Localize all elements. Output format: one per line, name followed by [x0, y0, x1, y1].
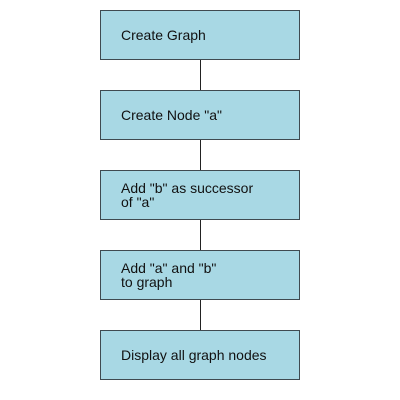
flow-step-display-nodes: Display all graph nodes — [100, 330, 300, 380]
flow-step-create-node: Create Node "a" — [100, 90, 300, 140]
flow-step-add-successor: Add "b" as successor of "a" — [100, 170, 300, 220]
flow-connector — [200, 60, 201, 90]
flow-step-label: Create Graph — [121, 27, 206, 43]
flow-connector — [200, 140, 201, 170]
flow-step-create-graph: Create Graph — [100, 10, 300, 60]
flow-step-label: Create Node "a" — [121, 107, 222, 123]
flow-step-add-to-graph: Add "a" and "b" to graph — [100, 250, 300, 300]
flow-connector — [200, 220, 201, 250]
flow-step-label: Display all graph nodes — [121, 347, 267, 363]
flow-connector — [200, 300, 201, 330]
flow-step-label: Add "a" and "b" to graph — [121, 260, 217, 290]
flow-step-label: Add "b" as successor of "a" — [121, 180, 254, 210]
